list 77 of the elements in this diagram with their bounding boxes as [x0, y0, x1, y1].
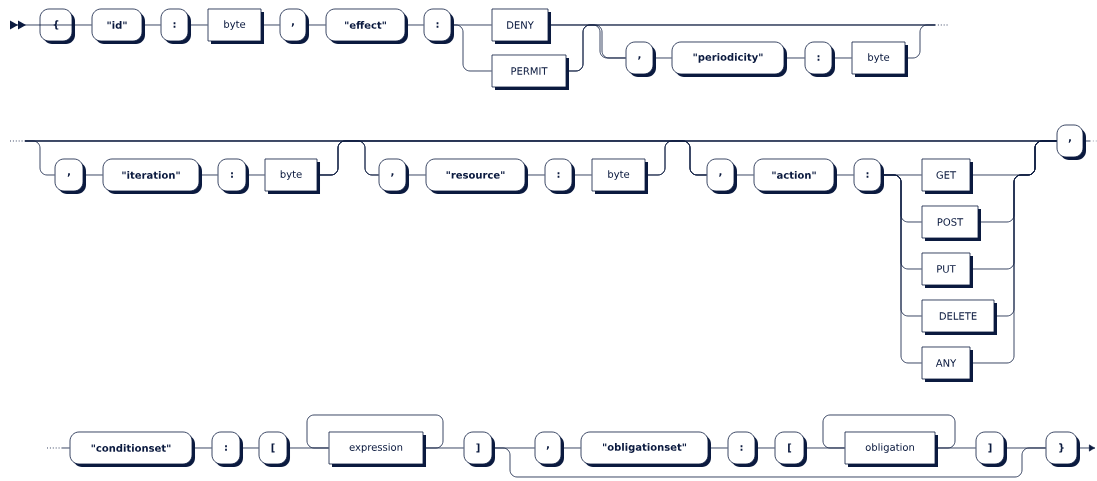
nonterminal-box: ANY: [921, 346, 973, 382]
terminal-box: }: [1045, 431, 1080, 467]
arrow: [1077, 444, 1096, 452]
nonterminal-box: POST: [921, 205, 981, 241]
track-line: [1004, 447, 1046, 449]
terminal-box: :: [544, 158, 575, 194]
track-line: [240, 447, 259, 449]
terminal-box: [: [774, 431, 807, 467]
track-line: [525, 174, 545, 176]
track-line: [306, 24, 326, 26]
nonterminal-box: byte: [207, 8, 264, 44]
nonterminal-box: PUT: [921, 252, 973, 288]
track-line: [199, 174, 218, 176]
terminal-box: "conditionset": [69, 431, 195, 467]
track-line: [784, 57, 805, 59]
track-line: [832, 57, 852, 59]
terminal-box: "effect": [325, 8, 408, 44]
terminal-box: :: [211, 431, 243, 467]
terminal-box: "obligationset": [580, 431, 711, 467]
terminal-box: ,: [534, 431, 564, 467]
nonterminal-box: GET: [921, 158, 973, 194]
track-line: [188, 24, 208, 26]
terminal-box: {: [39, 8, 75, 44]
terminal-box: ,: [378, 158, 409, 194]
track-line: [561, 447, 581, 449]
track-line: [653, 57, 672, 59]
start-marker-line: [9, 20, 73, 30]
track-line: [834, 174, 854, 176]
track-line: [405, 24, 424, 26]
track-line: [72, 24, 92, 26]
terminal-box: :: [423, 8, 454, 44]
track-line: [755, 447, 775, 449]
terminal-box: :: [853, 158, 884, 194]
nonterminal-box: obligation: [844, 431, 938, 467]
track-line: [61, 447, 70, 449]
nonterminal-box: PERMIT: [491, 54, 569, 90]
track-line: [708, 447, 728, 449]
nonterminal-box: byte: [264, 158, 320, 194]
terminal-box: :: [217, 158, 249, 194]
terminal-box: ,: [54, 158, 86, 194]
terminal-box: [: [258, 431, 290, 467]
terminal-box: ,: [625, 41, 656, 77]
track-line: [451, 24, 492, 72]
loop-line: [822, 414, 956, 449]
terminal-box: ,: [1056, 124, 1086, 160]
track-line: [142, 24, 161, 26]
track-line: [970, 140, 1057, 364]
terminal-box: "resource": [425, 158, 528, 194]
terminal-box: "periodicity": [671, 41, 787, 77]
nonterminal-box: DELETE: [921, 299, 997, 335]
nonterminal-box: expression: [328, 431, 426, 467]
terminal-box: :: [727, 431, 758, 467]
terminal-box: ,: [706, 158, 737, 194]
nonterminal-box: byte: [851, 41, 908, 77]
track-line: [83, 174, 103, 176]
terminal-box: "action": [753, 158, 837, 194]
terminal-box: ,: [279, 8, 309, 44]
track-line: [905, 24, 936, 59]
terminal-box: ]: [975, 431, 1007, 467]
nonterminal-box: byte: [591, 158, 648, 194]
track-line: [406, 174, 426, 176]
terminal-box: ]: [463, 431, 495, 467]
track-line: [572, 174, 592, 176]
terminal-box: "iteration": [102, 158, 202, 194]
terminal-box: "id": [91, 8, 145, 44]
track-line: [423, 447, 464, 449]
track-line: [192, 447, 212, 449]
track-line: [881, 174, 922, 364]
track-line: [1083, 140, 1091, 142]
nonterminal-box: DENY: [491, 8, 551, 44]
track-line: [246, 174, 265, 176]
loop-line: [306, 414, 444, 449]
track-line: [935, 447, 976, 449]
track-line: [734, 174, 754, 176]
terminal-box: :: [804, 41, 835, 77]
track-line: [261, 24, 280, 26]
terminal-box: :: [160, 8, 191, 44]
